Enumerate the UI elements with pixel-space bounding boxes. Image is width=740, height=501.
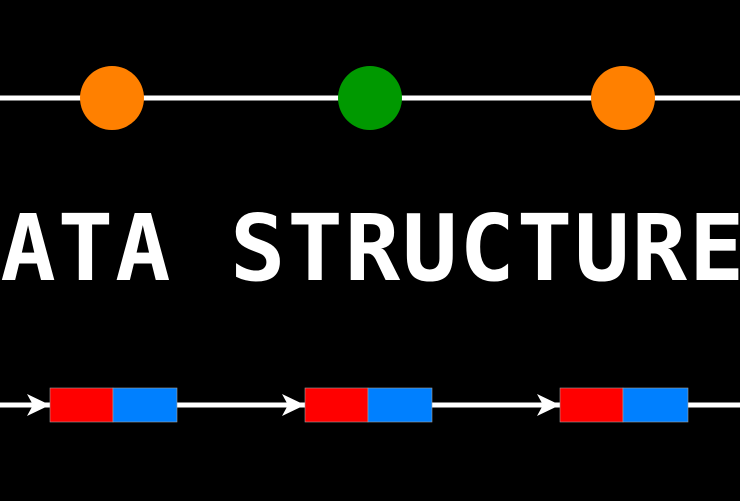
list-node bbox=[49, 387, 178, 423]
list-node-data-cell bbox=[304, 387, 369, 423]
graph-node-green-center bbox=[338, 66, 402, 130]
arrow-head-icon bbox=[537, 394, 560, 416]
list-node bbox=[559, 387, 689, 423]
list-node-data-cell bbox=[559, 387, 624, 423]
list-node-pointer-cell bbox=[112, 387, 178, 423]
linked-list-row bbox=[0, 387, 740, 423]
arrow-head-icon bbox=[282, 394, 305, 416]
list-node-pointer-cell bbox=[622, 387, 689, 423]
list-node-pointer-cell bbox=[367, 387, 433, 423]
list-node bbox=[304, 387, 433, 423]
graph-node-orange-right bbox=[591, 66, 655, 130]
graph-node-orange-left bbox=[80, 66, 144, 130]
list-node-data-cell bbox=[49, 387, 114, 423]
arrow-head-icon bbox=[27, 394, 50, 416]
title-text: DATA STRUCTURES bbox=[0, 195, 740, 302]
graph-row bbox=[0, 66, 740, 130]
